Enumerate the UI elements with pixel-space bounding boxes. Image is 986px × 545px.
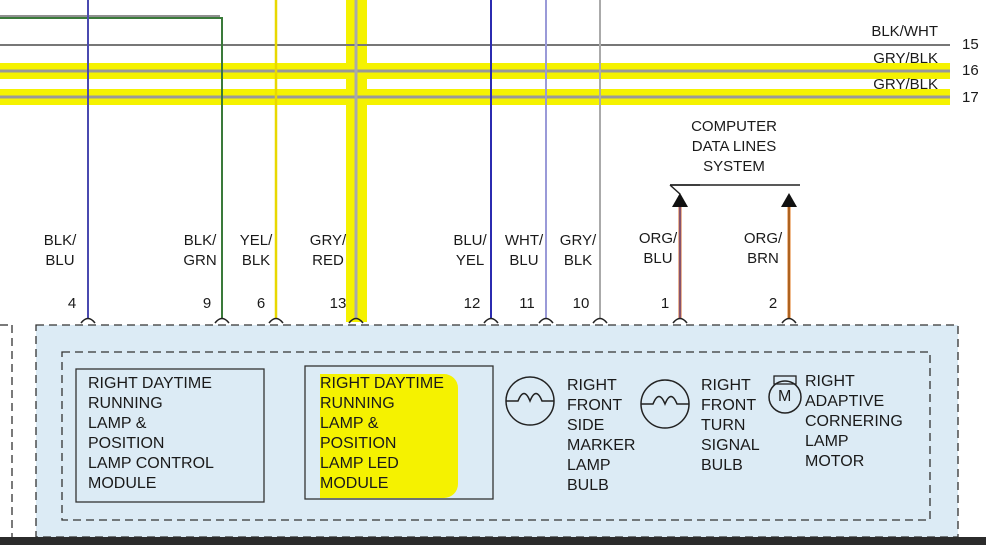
wire-color-12: BLU/ YEL <box>453 232 487 269</box>
module-inner-boundary <box>61 351 931 521</box>
pin-connector <box>483 317 499 324</box>
pin-number-13: 13 <box>329 295 347 312</box>
wire-color-11: WHT/ BLU <box>504 232 544 269</box>
bulb-icon <box>505 376 555 426</box>
pin-number-12: 12 <box>463 295 481 312</box>
pin-connector <box>80 317 96 324</box>
side-marker-label: RIGHT FRONT SIDE MARKER LAMP BULB <box>567 377 636 494</box>
pin-number-10: 10 <box>572 295 590 312</box>
motor-label: RIGHT ADAPTIVE CORNERING LAMP MOTOR <box>805 373 903 470</box>
pin-number-1: 1 <box>660 295 670 312</box>
pin-connector <box>781 317 797 324</box>
pin-connector <box>214 317 230 324</box>
led-module-box <box>304 365 494 500</box>
pin-number-2: 2 <box>768 295 778 312</box>
pin-connector <box>672 317 688 324</box>
wire-color-1: ORG/ BLU <box>638 230 678 267</box>
pin-connector <box>348 317 364 324</box>
arrow-up-icon <box>781 193 797 207</box>
bulb-icon <box>640 379 690 429</box>
bus-17-number: 17 <box>962 89 979 106</box>
pin-connector <box>538 317 554 324</box>
wire-color-9: BLK/ GRN <box>183 232 217 269</box>
pin-number-6: 6 <box>256 295 266 312</box>
wire-color-4: BLK/ BLU <box>43 232 77 269</box>
wire-color-2: ORG/ BRN <box>743 230 783 267</box>
bus-16-number: 16 <box>962 62 979 79</box>
pin-number-4: 4 <box>67 295 77 312</box>
pin-number-11: 11 <box>519 295 535 312</box>
motor-symbol-letter: M <box>778 388 792 405</box>
pin-connector <box>268 317 284 324</box>
pin-number-9: 9 <box>202 295 212 312</box>
computer-data-lines-label: COMPUTER DATA LINES SYSTEM <box>691 118 777 175</box>
control-module-box <box>75 368 265 503</box>
screen-bottom-edge <box>0 537 986 545</box>
turn-signal-label: RIGHT FRONT TURN SIGNAL BULB <box>701 377 760 474</box>
bus-16-label: GRY/BLK <box>873 50 938 67</box>
pin-connector <box>592 317 608 324</box>
led-module-label: RIGHT DAYTIME RUNNING LAMP & POSITION LA… <box>320 374 458 498</box>
arrow-up-icon <box>672 193 688 207</box>
bus-15-label: BLK/WHT <box>871 23 938 40</box>
wire-color-13: GRY/ RED <box>309 232 347 269</box>
control-module-label: RIGHT DAYTIME RUNNING LAMP & POSITION LA… <box>88 375 214 492</box>
wire-9-route <box>0 17 223 318</box>
data-lines-bracket-left <box>669 184 681 195</box>
wire-color-6: YEL/ BLK <box>239 232 273 269</box>
bus-17-label: GRY/BLK <box>873 76 938 93</box>
bus-15-number: 15 <box>962 36 979 53</box>
wire-color-10: GRY/ BLK <box>559 232 597 269</box>
motor-icon <box>768 375 802 414</box>
